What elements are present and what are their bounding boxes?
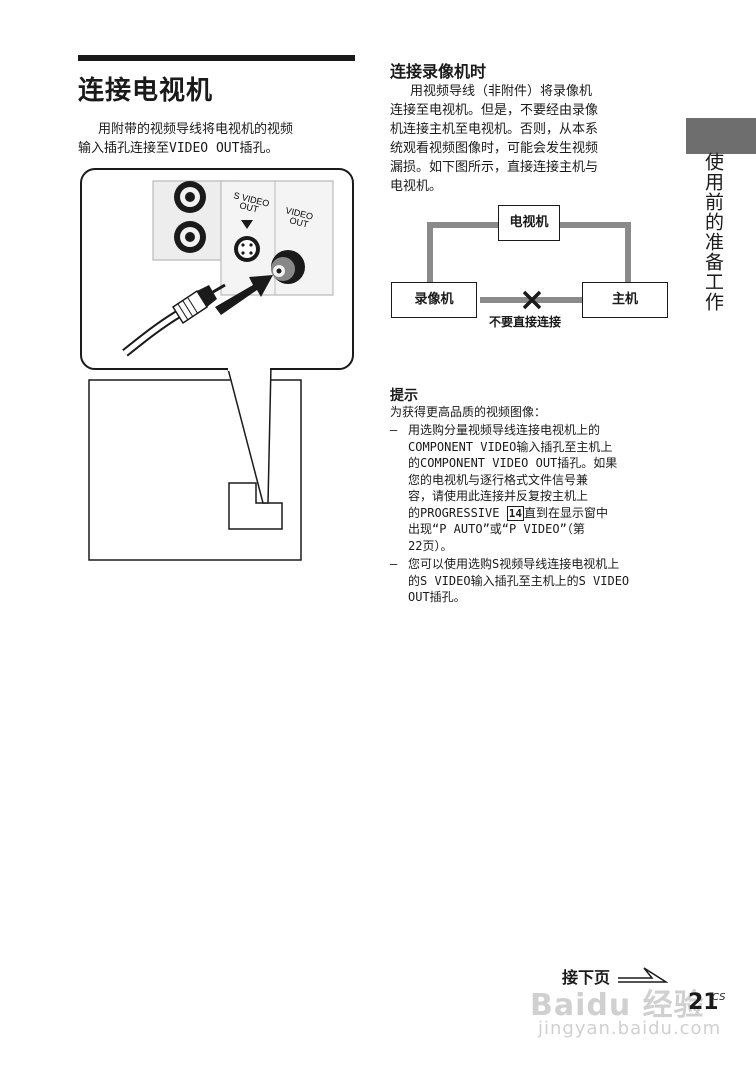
tv-input-jack-outline [228,482,283,530]
section-heading: 连接电视机 [78,76,214,106]
top-rule [78,55,355,61]
chapter-tab [686,118,756,154]
page-number: 21 [688,990,719,1015]
intro-line-2: 输入插孔连接至VIDEO OUT插孔。 [78,141,279,156]
main-tv-line [560,222,631,282]
vcr-line-6: 电视机。 [390,179,443,194]
intro-line-1: 用附带的视频导线将电视机的视频 [98,122,294,137]
output-panel [220,180,334,296]
rca-plug [171,283,226,325]
tip-list: – 用选购分量视频导线连接电视机上的 COMPONENT VIDEO输入插孔至主… [390,422,668,608]
video-label-2: OUT [289,215,310,229]
list-item: – 用选购分量视频导线连接电视机上的 COMPONENT VIDEO输入插孔至主… [390,423,618,553]
watermark-url: jingyan.baidu.com [538,1018,722,1039]
vcr-line-2: 连接至电视机。但是，不要经由录像 [390,103,599,118]
next-page-label: 接下页 [562,968,611,987]
vcr-line-3: 机连接主机至电视机。否则，从本系 [390,122,599,137]
tip-intro: 为获得更高品质的视频图像： [390,405,547,419]
vcr-tv-line [427,222,498,282]
vcr-heading: 连接录像机时 [390,62,487,81]
dash-bullet: – [390,557,398,571]
intro-paragraph: 用附带的视频导线将电视机的视频 输入插孔连接至VIDEO OUT插孔。 [78,120,360,158]
vcr-box: 录像机 [391,282,477,318]
progressive-button-ref: 14 [506,505,524,521]
vcr-line-5: 漏损。如下图所示，直接连接主机与 [390,160,599,175]
vcr-paragraph: 用视频导线（非附件）将录像机 连接至电视机。但是，不要经由录像 机连接主机至电视… [390,82,660,196]
triangle-marker-icon [241,220,253,229]
svideo-label-2: OUT [239,200,260,214]
vcr-line-1: 用视频导线（非附件）将录像机 [410,84,593,99]
watermark-logo: Baidu 经验 [530,988,705,1023]
list-item: – 您可以使用选购S视频导线连接电视机上 的S VIDEO输入插孔至主机上的S … [390,557,630,604]
main-unit-box: 主机 [582,282,668,318]
page-suffix: CS [712,992,726,1003]
chapter-title: 使用前的准备工作 [702,152,724,312]
vcr-line-4: 统观看视频图像时，可能会发生视频 [390,141,599,156]
dash-bullet: – [390,423,398,437]
tip-title: 提示 [390,388,418,404]
insert-arrow-icon [215,275,273,315]
next-arrow-icon [618,967,668,983]
tv-connection-illustration: S VIDEO OUT VIDEO OUT [80,168,354,561]
no-direct-warning: 不要直接连接 [489,315,562,329]
tv-box: 电视机 [498,205,560,241]
